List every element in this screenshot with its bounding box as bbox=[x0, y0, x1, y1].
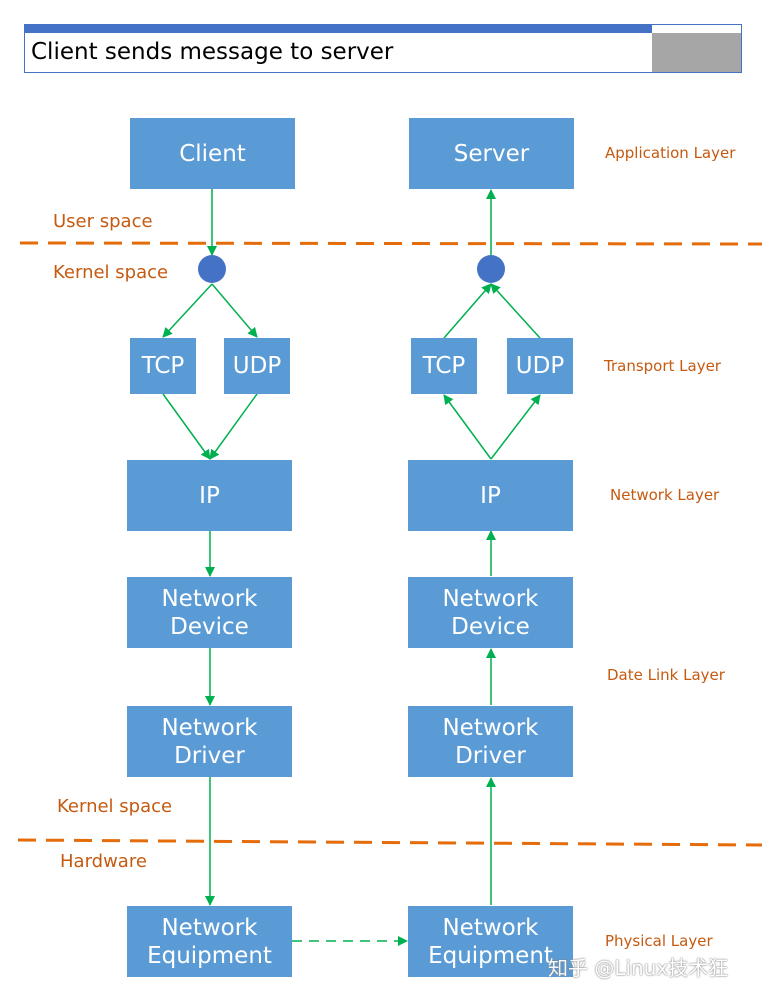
server-tcp-box: TCP bbox=[411, 338, 477, 394]
node-label-line: Device bbox=[451, 613, 530, 640]
arrow-client-tcp-to-ip bbox=[162, 393, 211, 460]
hardware-label: Hardware bbox=[60, 851, 147, 872]
node-label-line: IP bbox=[199, 482, 220, 509]
transport-layer-label: Transport Layer bbox=[604, 357, 721, 375]
node-label: TCP bbox=[423, 352, 466, 380]
client-udp-box: UDP bbox=[224, 338, 290, 394]
node-label-line: Device bbox=[170, 613, 249, 640]
arrow-client-udp-to-ip bbox=[209, 393, 258, 460]
arrow-server-udp-to-socket bbox=[490, 283, 541, 339]
network-layer-label: Network Layer bbox=[610, 486, 720, 504]
node-label-line: Network bbox=[442, 714, 539, 741]
user-kernel-boundary bbox=[19, 241, 763, 246]
node-label-line: IP bbox=[480, 482, 501, 509]
node-label-line: Driver bbox=[174, 742, 245, 769]
arrow-socket-to-client-udp bbox=[211, 283, 258, 338]
server-box: Server bbox=[409, 118, 574, 189]
arrow-socket-to-client-tcp bbox=[162, 283, 213, 338]
user-space-label: User space bbox=[53, 211, 153, 232]
node-label: UDP bbox=[516, 352, 564, 380]
page-title: Client sends message to server bbox=[31, 39, 394, 65]
physical-layer-label: Physical Layer bbox=[605, 932, 713, 950]
client-tcp-box: TCP bbox=[130, 338, 196, 394]
client-socket-node bbox=[198, 255, 226, 283]
node-label: IP bbox=[199, 482, 220, 510]
node-label-line: Network bbox=[442, 914, 539, 941]
node-label-line: Network bbox=[161, 714, 258, 741]
node-label: UDP bbox=[233, 352, 281, 380]
node-label: TCP bbox=[142, 352, 185, 380]
node-label: Server bbox=[454, 140, 529, 168]
node-label-line: UDP bbox=[232, 353, 282, 379]
node-label-line: Network bbox=[161, 914, 258, 941]
arrow-server-ip-to-tcp bbox=[443, 394, 492, 460]
client-box: Client bbox=[130, 118, 295, 189]
datalink-layer-label: Date Link Layer bbox=[607, 666, 725, 684]
application-layer-label: Application Layer bbox=[605, 144, 736, 162]
watermark: 知乎 @Linux技术狂 bbox=[548, 956, 729, 980]
kernel-hardware-boundary bbox=[17, 838, 763, 847]
server-socket-node bbox=[477, 255, 505, 283]
client-ip-box: IP bbox=[127, 460, 292, 531]
title-banner: Client sends message to server bbox=[24, 24, 742, 73]
node-label-line: Client bbox=[179, 140, 246, 167]
kernel-space-label-top: Kernel space bbox=[53, 262, 169, 283]
kernel-space-label-bottom: Kernel space bbox=[57, 796, 173, 817]
title-gray-block bbox=[652, 33, 741, 72]
server-ip-box: IP bbox=[408, 460, 573, 531]
node-label: IP bbox=[480, 482, 501, 510]
node-label-line: TCP bbox=[141, 353, 185, 379]
node-label-line: UDP bbox=[515, 353, 565, 379]
node-label-line: Driver bbox=[455, 742, 526, 769]
arrow-server-ip-to-udp bbox=[490, 394, 541, 460]
server-udp-box: UDP bbox=[507, 338, 573, 394]
node-label-line: Equipment bbox=[428, 942, 553, 969]
node-label-line: Network bbox=[442, 585, 539, 612]
node-label: Client bbox=[179, 140, 246, 168]
node-label-line: TCP bbox=[422, 353, 466, 379]
node-label-line: Server bbox=[453, 140, 530, 167]
node-label-line: Network bbox=[161, 585, 258, 612]
node-label-line: Equipment bbox=[147, 942, 272, 969]
title-accent-bar bbox=[25, 25, 652, 33]
arrow-server-tcp-to-socket bbox=[443, 283, 492, 339]
